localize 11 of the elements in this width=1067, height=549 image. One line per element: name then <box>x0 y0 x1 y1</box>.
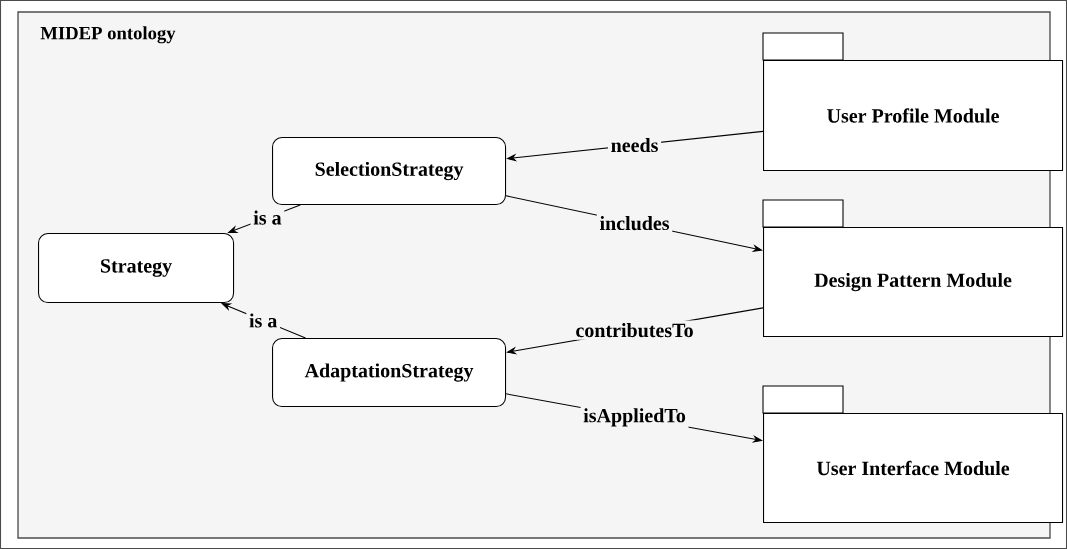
edge-label: needs <box>608 135 662 155</box>
edge-label: isAppliedTo <box>580 405 689 430</box>
package-box: User Interface Module <box>762 385 1064 524</box>
class-box: Strategy <box>38 233 235 304</box>
edge-label: contributesTo <box>572 320 697 340</box>
class-box: SelectionStrategy <box>272 137 507 206</box>
package-box: User Profile Module <box>762 32 1064 172</box>
package-box: Design Pattern Module <box>762 199 1064 338</box>
class-box: AdaptationStrategy <box>272 338 507 408</box>
edge-label: includes <box>596 213 673 233</box>
edge-label: is a <box>246 310 280 331</box>
